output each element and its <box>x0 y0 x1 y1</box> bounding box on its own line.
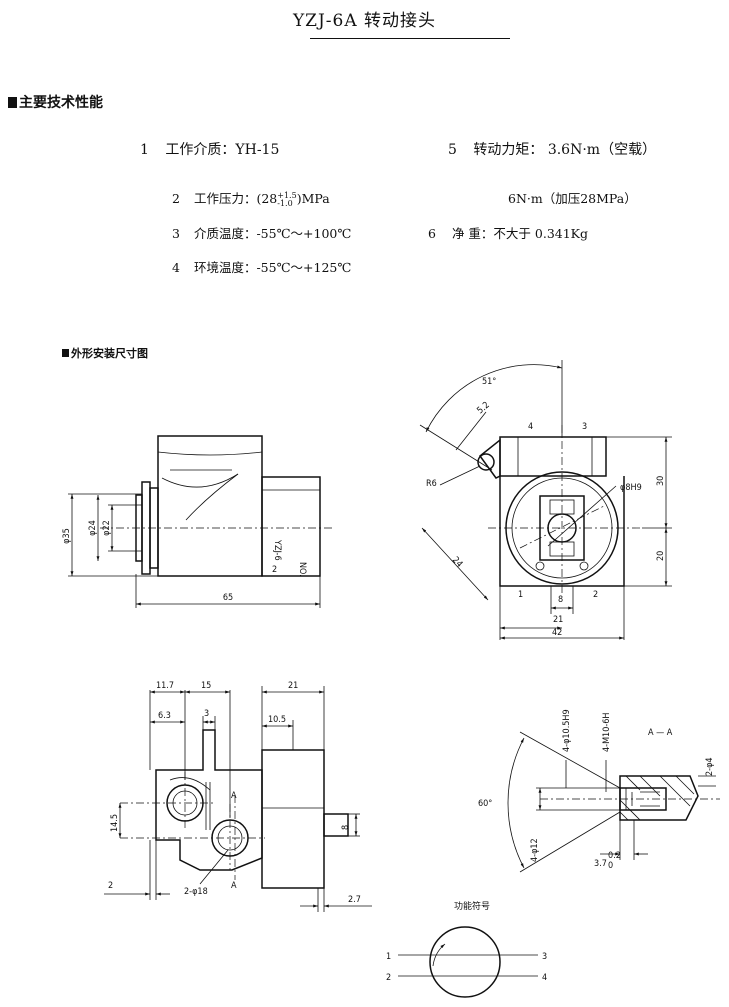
dim-4-phi12: 4-φ12 <box>530 838 540 862</box>
dim-65: 65 <box>223 593 233 603</box>
page-title: YZJ-6A 转动接头 <box>292 11 437 31</box>
symbol-port-1: 1 <box>386 952 391 962</box>
dim-r6: R6 <box>426 479 437 489</box>
spec-label: 净 重： <box>451 226 494 241</box>
dim-3-7-tol-low: 0 <box>608 861 613 871</box>
spec-item-3: 3 介质温度：-55℃～+100℃ <box>172 223 351 242</box>
section-view: A — A 60° 4-φ10.5H9 4-M10-6H 2-φ4 4-φ12 <box>478 709 720 873</box>
port-label-2: 2 <box>593 590 598 600</box>
spec-value: 不大于 0.341Kg <box>493 226 589 241</box>
spec-value: (28 <box>256 191 278 206</box>
dim-4-m10-6h: 4-M10-6H <box>602 712 612 752</box>
side-view: YZJ-6 2 NO. φ35 φ24 φ22 65 <box>62 435 335 608</box>
dim-phi8h9: φ8H9 <box>620 483 642 493</box>
spec-item-1: 1 工作介质：YH-15 <box>140 139 279 159</box>
side-marking-2: 2 <box>272 565 277 575</box>
dim-42: 42 <box>552 628 562 638</box>
dim-14-5: 14.5 <box>110 814 120 832</box>
spec-num: 3 <box>172 226 180 241</box>
section-title: A — A <box>648 728 673 738</box>
port-label-3: 3 <box>582 422 587 432</box>
spec-num: 5 <box>448 142 457 158</box>
dim-51deg: 51° <box>482 377 496 387</box>
spec-item-6: 6 净 重：不大于 0.341Kg <box>428 223 588 242</box>
dim-60deg: 60° <box>478 799 492 809</box>
dim-20: 20 <box>656 551 666 561</box>
spec-unit: )MPa <box>296 191 330 206</box>
dim-2-7: 2.7 <box>348 895 361 905</box>
dim-phi22: φ22 <box>102 520 112 536</box>
dim-21: 21 <box>553 615 563 625</box>
dim-30: 30 <box>656 476 666 486</box>
dim-phi35: φ35 <box>62 528 72 544</box>
function-symbol: 功能符号 1 2 3 4 <box>386 900 547 998</box>
spec-text: 转动力矩： 3.6N·m（空载） <box>473 142 657 158</box>
dim-15: 15 <box>201 681 211 691</box>
symbol-port-4: 4 <box>542 973 547 983</box>
dim-8: 8 <box>558 595 563 605</box>
spec-num: 1 <box>140 142 149 158</box>
title-underline <box>310 38 510 39</box>
dim-2-phi4: 2-φ4 <box>705 757 715 776</box>
dim-2: 2 <box>108 881 113 891</box>
dim-3-7-tol-up: 0.2 <box>608 851 621 861</box>
dim-3-7: 3.7 <box>594 859 607 869</box>
bullet-square-icon <box>8 97 17 108</box>
dim-6-3: 6.3 <box>158 711 171 721</box>
section-mark-a-top: A <box>231 791 237 801</box>
dim-21-bottom: 21 <box>288 681 298 691</box>
side-marking-model: YZJ-6 <box>272 539 282 561</box>
dim-10-5: 10.5 <box>268 715 286 725</box>
spec-text: 介质温度：-55℃～+100℃ <box>193 226 352 241</box>
front-view: 4 3 1 2 51° 5.2 R6 24 30 20 φ8H9 8 21 <box>419 360 672 640</box>
spec-text: 环境温度：-55℃～+125℃ <box>193 260 352 275</box>
port-label-4: 4 <box>528 422 533 432</box>
dim-4-phi10-5h9: 4-φ10.5H9 <box>562 709 572 752</box>
spec-num: 2 <box>172 191 180 206</box>
dim-8-bottom: 8 <box>341 825 351 830</box>
bullet-square-icon <box>62 349 69 357</box>
dim-2-phi18: 2-φ18 <box>184 887 208 897</box>
spec-item-5-loaded: 6N·m（加压28MPa） <box>508 191 637 206</box>
dim-5-2: 5.2 <box>476 400 492 416</box>
side-marking-no: NO. <box>297 562 307 577</box>
tol-low: -1.0 <box>277 198 293 208</box>
spec-num: 6 <box>428 226 436 241</box>
spec-text: 工作介质：YH-15 <box>165 142 280 158</box>
symbol-port-2: 2 <box>386 973 391 983</box>
dim-11-7: 11.7 <box>156 681 174 691</box>
dim-phi24: φ24 <box>88 520 98 536</box>
symbol-port-3: 3 <box>542 952 547 962</box>
spec-num: 4 <box>172 260 180 275</box>
bottom-view: A A 11.7 15 21 6.3 3 10.5 14.5 8 <box>104 681 372 912</box>
section-mark-a-bottom: A <box>231 881 237 891</box>
dim-24: 24 <box>450 555 464 569</box>
specs-heading: 主要技术性能 <box>8 92 103 112</box>
spec-tolerance: +1.5-1.0 <box>277 190 297 208</box>
spec-item-5: 5 转动力矩： 3.6N·m（空载） <box>448 139 656 159</box>
spec-item-2: 2 工作压力：(28+1.5-1.0)MPa <box>172 188 330 208</box>
symbol-title: 功能符号 <box>454 900 490 912</box>
drawing-heading: 外形安装尺寸图 <box>62 345 148 361</box>
tol-up: +1.5 <box>277 190 297 200</box>
spec-item-4: 4 环境温度：-55℃～+125℃ <box>172 257 351 276</box>
dim-3: 3 <box>204 709 209 719</box>
spec-label: 工作压力： <box>193 191 257 206</box>
port-label-1: 1 <box>518 590 523 600</box>
